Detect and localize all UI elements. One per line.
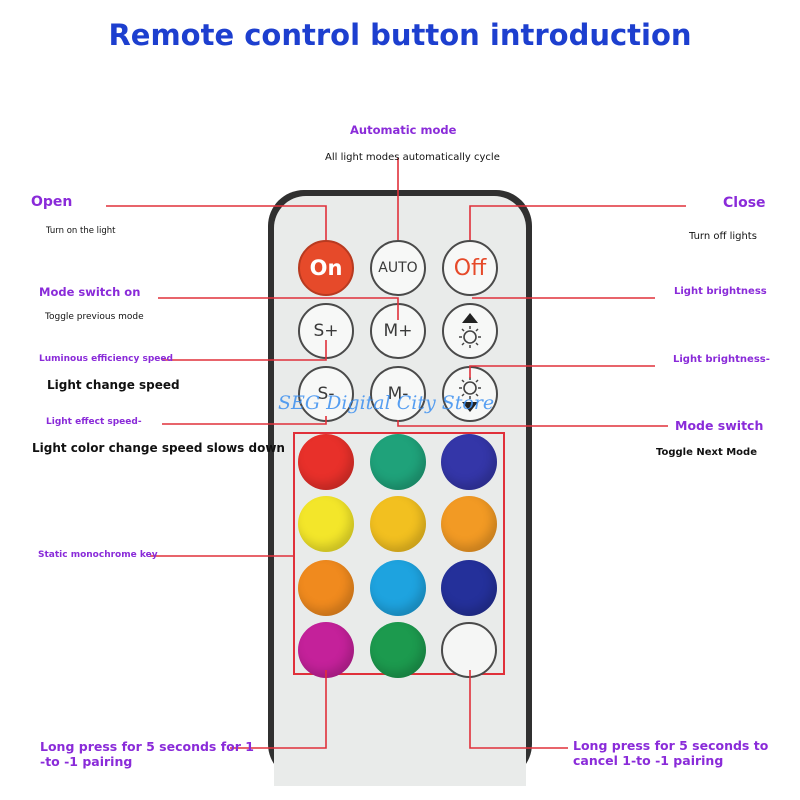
light-brightness-down-label: Light brightness-	[673, 354, 770, 365]
leader-light-effect-speed	[162, 416, 327, 425]
automatic-mode-label: Automatic mode	[350, 123, 457, 137]
leader-mode-switch-on	[158, 297, 399, 320]
close-label: Close	[723, 195, 766, 211]
brightness-up-button[interactable]	[442, 303, 498, 359]
color-key-yellow[interactable]	[298, 496, 354, 552]
leader-open	[106, 205, 327, 240]
brightness-down-icon	[459, 377, 481, 412]
speed-down-button-label: S-	[317, 384, 335, 404]
auto-button[interactable]: AUTO	[370, 240, 426, 296]
color-key-green-2[interactable]	[370, 622, 426, 678]
watermark-text: SEG Digital City Store	[278, 392, 495, 414]
pairing-label-line2: -to -1 pairing	[40, 754, 133, 769]
color-key-orange-2[interactable]	[298, 560, 354, 616]
on-button-label: On	[309, 256, 343, 280]
leader-light-brightness-down	[469, 365, 655, 378]
color-key-sky-blue[interactable]	[370, 560, 426, 616]
off-button[interactable]: Off	[442, 240, 498, 296]
pairing-label-line1: Long press for 5 seconds for 1	[40, 739, 254, 754]
light-effect-speed-down-desc: Light color change speed slows down	[32, 441, 285, 455]
color-key-orange[interactable]	[441, 496, 497, 552]
cancel-pairing-label-line2: cancel 1-to -1 pairing	[573, 753, 724, 768]
color-key-green[interactable]	[370, 434, 426, 490]
on-button[interactable]: On	[298, 240, 354, 296]
page-title: Remote control button introduction	[108, 18, 692, 52]
leader-close	[469, 205, 686, 240]
mode-switch-on-desc: Toggle previous mode	[45, 312, 144, 322]
color-key-amber[interactable]	[370, 496, 426, 552]
light-brightness-up-label: Light brightness	[674, 286, 767, 297]
auto-button-label: AUTO	[378, 260, 418, 276]
cancel-pairing-label-line1: Long press for 5 seconds to	[573, 738, 769, 753]
mode-down-button-label: M-	[387, 384, 409, 404]
color-key-red[interactable]	[298, 434, 354, 490]
speed-up-button-label: S+	[313, 321, 339, 341]
mode-switch-label: Mode switch	[675, 418, 764, 433]
color-key-blue[interactable]	[441, 434, 497, 490]
light-effect-speed-down-label: Light effect speed-	[46, 417, 142, 427]
mode-switch-desc: Toggle Next Mode	[656, 447, 757, 458]
color-key-white[interactable]	[441, 622, 497, 678]
luminous-speed-label: Luminous efficiency speed	[39, 354, 173, 364]
mode-down-button[interactable]: M-	[370, 366, 426, 422]
leader-mode-switch	[397, 420, 668, 427]
automatic-mode-desc: All light modes automatically cycle	[325, 152, 500, 163]
brightness-up-icon	[459, 313, 481, 348]
leader-cancel-pairing	[469, 670, 568, 749]
mode-switch-on-label: Mode switch on	[39, 285, 141, 299]
luminous-speed-desc: Light change speed	[47, 378, 180, 392]
brightness-down-button[interactable]	[442, 366, 498, 422]
static-key-label: Static monochrome key	[38, 550, 158, 560]
close-desc: Turn off lights	[689, 231, 757, 242]
leader-pairing	[230, 670, 327, 749]
open-desc: Turn on the light	[46, 226, 116, 236]
leader-luminous-speed	[162, 340, 327, 361]
mode-up-button-label: M+	[383, 321, 413, 341]
color-key-magenta[interactable]	[298, 622, 354, 678]
open-label: Open	[31, 194, 73, 210]
off-button-label: Off	[453, 255, 487, 281]
color-key-navy[interactable]	[441, 560, 497, 616]
